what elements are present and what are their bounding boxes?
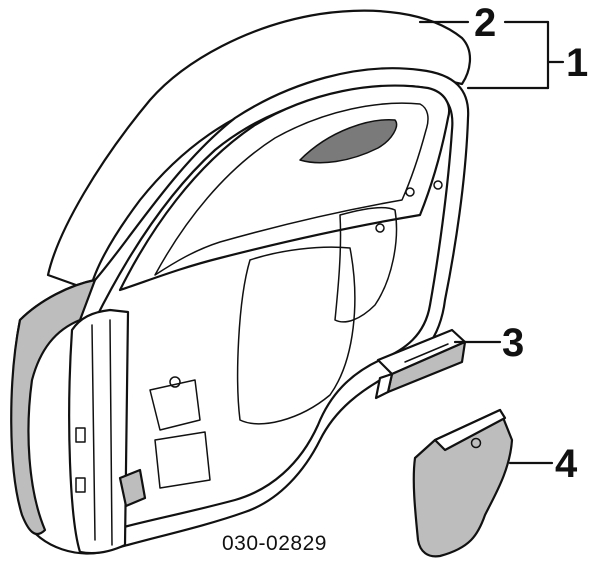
end-cap-face (412, 408, 514, 558)
panel-hole-4 (375, 223, 385, 233)
lower-latch-tab (118, 468, 147, 508)
door-skin-edge (10, 278, 97, 536)
inner-panel-cutout-large (236, 246, 356, 425)
hinge-pillar-edge (91, 319, 113, 546)
diagram-part-number: 030-02829 (222, 532, 327, 555)
door-hinge-pillar (68, 308, 130, 555)
callout-1: 1 (566, 41, 588, 85)
leader-lines (418, 20, 565, 465)
panel-hole-3 (433, 180, 443, 190)
callout-4: 4 (555, 442, 578, 486)
end-cap-top (433, 408, 507, 452)
door-frame-inner (93, 84, 454, 530)
rear-door-assembly (10, 9, 471, 555)
end-cap-hole (470, 437, 482, 449)
inner-panel-cutout-upper (334, 206, 398, 323)
bracket-lower (374, 372, 394, 400)
part-3-bracket (374, 328, 467, 400)
door-weatherstrip-outer (46, 9, 471, 292)
callout-3: 3 (502, 321, 524, 365)
lower-box-cutout (154, 431, 211, 489)
bracket-detail (397, 334, 449, 363)
panel-hole-1 (169, 376, 181, 388)
hinge-slot-lower (75, 477, 86, 493)
callout-2: 2 (474, 1, 496, 45)
part-4-end-cap (412, 408, 514, 558)
window-glass-opening (154, 102, 429, 276)
panel-hole-2 (405, 187, 415, 197)
window-reflection (299, 119, 398, 164)
hinge-slot-upper (75, 427, 86, 443)
